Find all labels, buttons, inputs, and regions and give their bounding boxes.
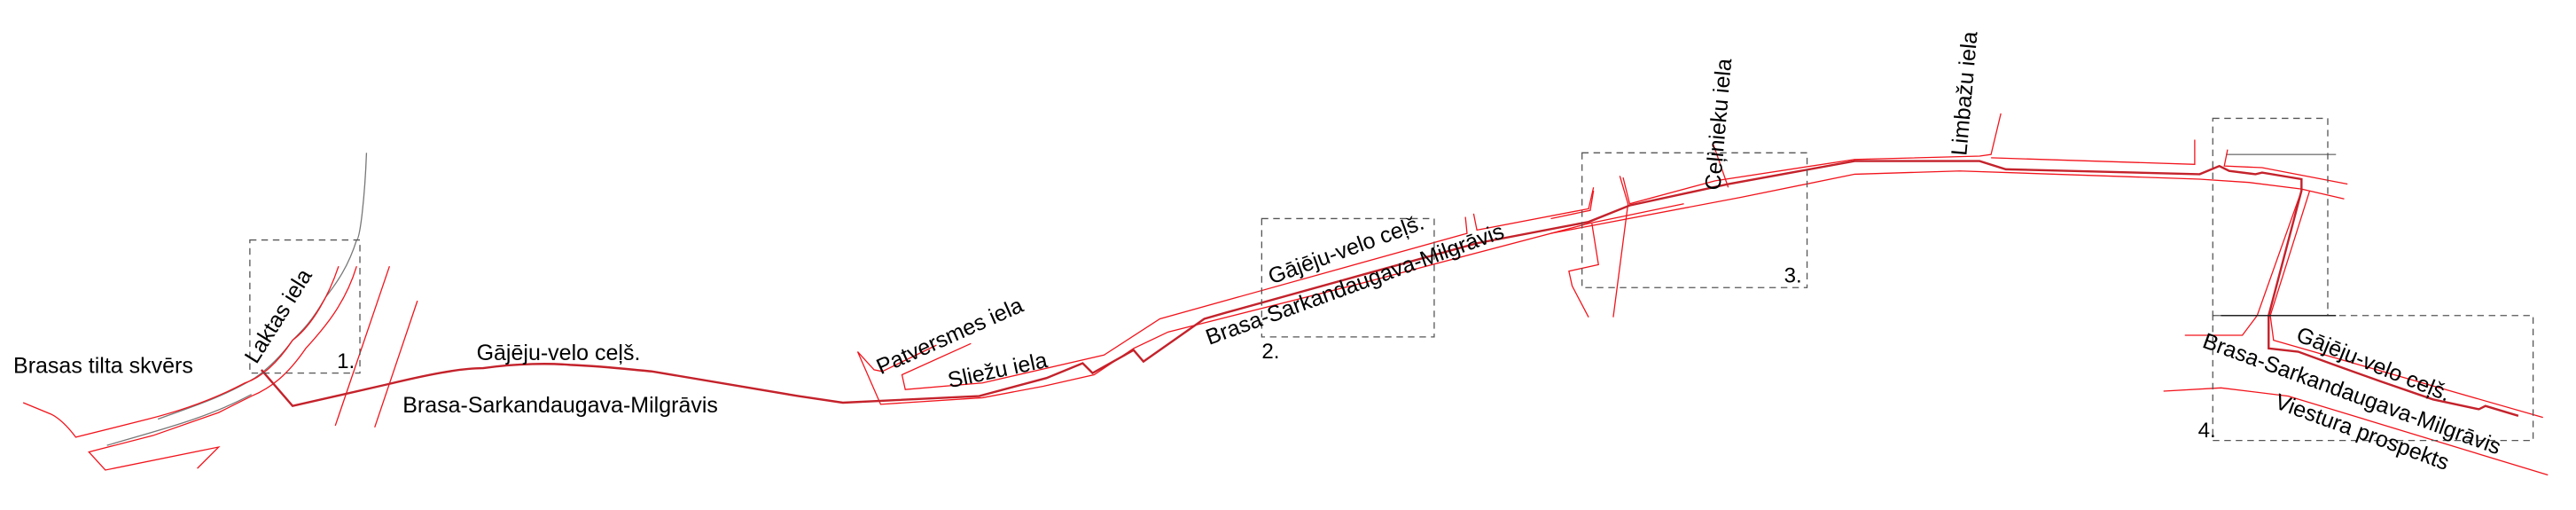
- frame-label-3: 3.: [1784, 264, 1802, 288]
- label-gajeju-velo-1: Gājēju-velo ceļš.: [477, 341, 641, 365]
- frame-label-2: 2.: [1261, 340, 1279, 364]
- frame-3: [1581, 152, 1808, 288]
- label-brasas-tilta-skvers: Brasas tilta skvērs: [13, 354, 193, 379]
- frame-2: [1261, 217, 1435, 338]
- label-limbazu-iela: Limbažu iela: [1947, 30, 1982, 156]
- frame-label-4: 4.: [2198, 419, 2216, 443]
- label-laktas-iela: Laktas iela: [240, 264, 317, 367]
- frame-label-1: 1.: [337, 349, 355, 373]
- frame-4-lower: [2212, 315, 2534, 442]
- frame-4-upper: [2212, 117, 2329, 317]
- label-sliezu-iela: Sliežu iela: [946, 348, 1050, 393]
- main-route-line: [260, 160, 2519, 417]
- frame-1: [249, 239, 361, 374]
- street-edges: [22, 113, 2549, 476]
- railway-lines: [106, 153, 2337, 446]
- detail-frames: [249, 117, 2534, 442]
- label-celinieku-iela: Ceļinieku iela: [1700, 58, 1737, 192]
- label-route-1: Brasa-Sarkandaugava-Milgrāvis: [402, 393, 718, 418]
